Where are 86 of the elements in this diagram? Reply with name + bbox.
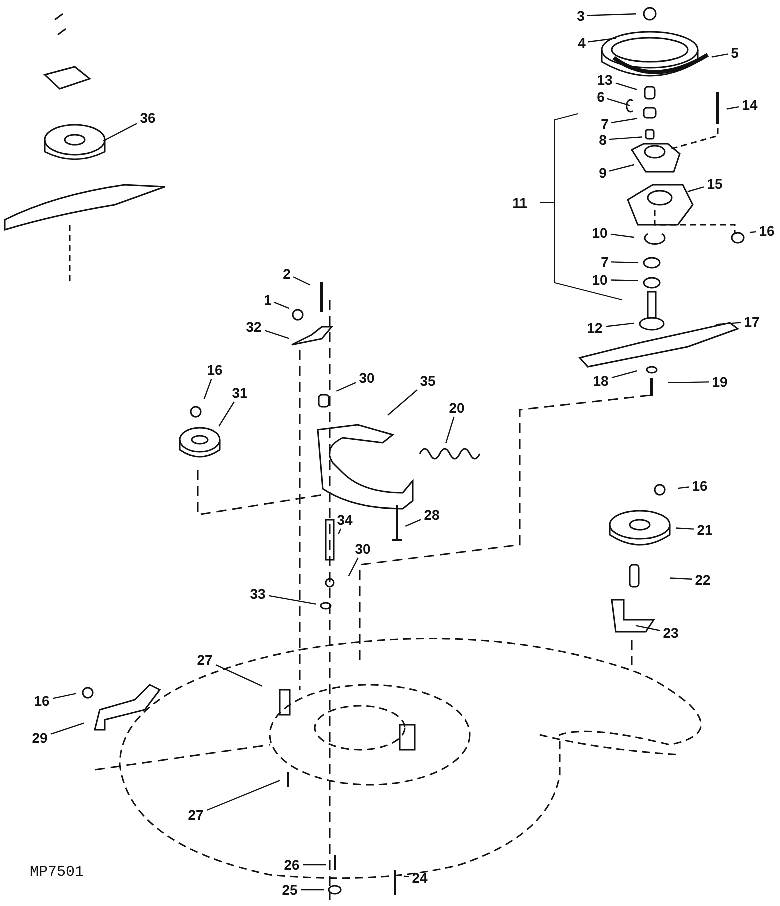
leader-line [726, 106, 740, 110]
leader-line [678, 486, 690, 490]
leader-line [336, 382, 356, 392]
callout-number: 27 [197, 653, 213, 667]
leader-line [610, 280, 638, 282]
callout-number: 11 [512, 196, 528, 210]
callout-number: 12 [587, 321, 603, 335]
leader-line [670, 578, 692, 580]
callout-number: 1 [264, 293, 272, 307]
leader-line [404, 876, 410, 878]
leader-line [264, 330, 290, 340]
leader-line [611, 118, 638, 124]
callout-number: 34 [337, 513, 353, 527]
leader-line [268, 595, 316, 605]
callout-number: 21 [697, 523, 713, 537]
callout-number: 26 [284, 858, 300, 872]
callout-number: 16 [34, 694, 50, 708]
leader-line [405, 519, 422, 527]
leader-line [50, 722, 84, 735]
leader-line [206, 780, 281, 812]
leader-line [216, 664, 263, 687]
leader-line [676, 528, 694, 530]
callout-number: 9 [599, 166, 607, 180]
drawing-code: MP7501 [30, 863, 84, 883]
leader-line [712, 54, 729, 58]
callout-number: 30 [355, 542, 371, 556]
leader-line [303, 864, 326, 866]
callout-number: 30 [359, 371, 375, 385]
callout-number: 16 [759, 224, 775, 238]
callout-number: 13 [597, 73, 613, 87]
callout-number: 25 [282, 883, 298, 897]
callout-number: 36 [140, 111, 156, 125]
leader-line [610, 234, 634, 238]
leader-line [668, 382, 710, 384]
leader-line [587, 14, 636, 16]
leader-line [446, 416, 455, 444]
callout-number: 7 [601, 117, 609, 131]
callout-number: 4 [578, 36, 586, 50]
leader-line [348, 558, 359, 577]
callout-number: 28 [424, 508, 440, 522]
callout-number: 19 [712, 375, 728, 389]
callout-number: 20 [449, 401, 465, 415]
callout-number: 16 [692, 479, 708, 493]
leader-line [750, 231, 756, 234]
leader-line [611, 262, 638, 264]
callout-number: 7 [601, 255, 609, 269]
callout-number: 17 [744, 315, 760, 329]
callout-number: 3 [577, 9, 585, 23]
leader-line [609, 136, 642, 140]
leader-line [338, 528, 342, 535]
leader-line [588, 38, 616, 43]
leader-line [274, 302, 290, 310]
callout-number: 6 [597, 90, 605, 104]
leader-line [301, 889, 324, 891]
callout-number: 2 [283, 267, 291, 281]
callout-number: 29 [32, 731, 48, 745]
leader-line [388, 390, 418, 416]
callout-number: 22 [695, 573, 711, 587]
leader-line [609, 164, 634, 172]
leader-line [218, 402, 235, 427]
leader-line [204, 378, 212, 400]
leader-line [636, 625, 660, 632]
callout-number: 32 [246, 320, 262, 334]
callout-number: 14 [742, 98, 758, 112]
leader-line [616, 82, 638, 90]
leader-line [52, 693, 76, 700]
callout-number: 16 [207, 363, 223, 377]
callout-number: 10 [592, 226, 608, 240]
callout-number: 31 [232, 386, 248, 400]
leader-line [607, 98, 630, 106]
callout-number: 10 [592, 273, 608, 287]
callout-number: 27 [188, 808, 204, 822]
callout-number: 8 [599, 133, 607, 147]
callout-number: 24 [412, 871, 428, 885]
leader-line [606, 322, 634, 328]
leader-line [103, 123, 138, 142]
leader-line [716, 322, 742, 326]
callout-number: 23 [663, 626, 679, 640]
callout-number: 15 [707, 177, 723, 191]
leader-line [612, 370, 638, 379]
leader-line [688, 186, 704, 192]
callout-number: 33 [250, 587, 266, 601]
callout-number: 18 [593, 374, 609, 388]
callout-number: 35 [420, 374, 436, 388]
leader-line [293, 276, 311, 286]
callout-number: 5 [731, 46, 739, 60]
